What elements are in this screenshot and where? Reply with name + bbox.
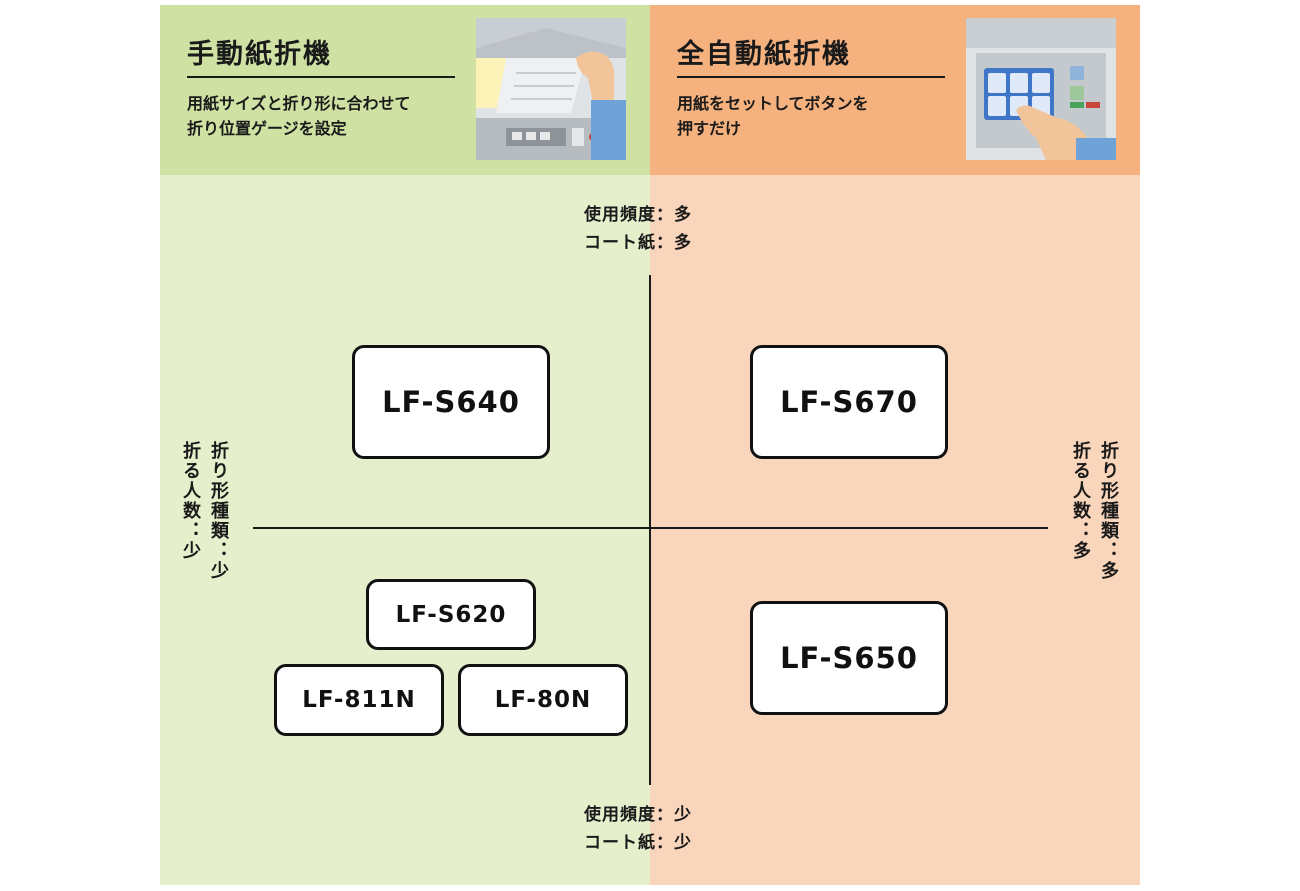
model-lf-80n: LF-80N bbox=[458, 664, 628, 736]
axis-label-top: 使用頻度：多 コート紙：多 bbox=[584, 205, 692, 253]
model-lf-s650: LF-S650 bbox=[750, 601, 948, 715]
manual-folder-illustration bbox=[476, 18, 626, 160]
model-lf-s670: LF-S670 bbox=[750, 345, 948, 459]
automatic-quadrant-area bbox=[650, 175, 1140, 885]
manual-title-rule bbox=[187, 76, 455, 78]
model-lf-s620: LF-S620 bbox=[366, 579, 536, 650]
automatic-title: 全自動紙折機 bbox=[677, 39, 851, 70]
axis-label-left: 折り形種類：少 折る人数：少 bbox=[180, 441, 229, 581]
manual-description: 用紙サイズと折り形に合わせて 折り位置ゲージを設定 bbox=[187, 94, 411, 138]
axis-label-right: 折り形種類：多 折る人数：多 bbox=[1070, 441, 1119, 581]
vertical-axis bbox=[649, 275, 651, 785]
manual-quadrant-area bbox=[160, 175, 650, 885]
model-lf-811n: LF-811N bbox=[274, 664, 444, 736]
automatic-title-rule bbox=[677, 76, 945, 78]
axis-label-bottom: 使用頻度：少 コート紙：少 bbox=[584, 805, 692, 853]
model-lf-s640: LF-S640 bbox=[352, 345, 550, 459]
automatic-description: 用紙をセットしてボタンを 押すだけ bbox=[677, 94, 869, 138]
automatic-folder-illustration bbox=[966, 18, 1116, 160]
horizontal-axis bbox=[253, 527, 1048, 529]
touch-panel-icon bbox=[966, 18, 1116, 160]
manual-folder-machine-icon bbox=[476, 18, 626, 160]
manual-title: 手動紙折機 bbox=[187, 39, 332, 70]
